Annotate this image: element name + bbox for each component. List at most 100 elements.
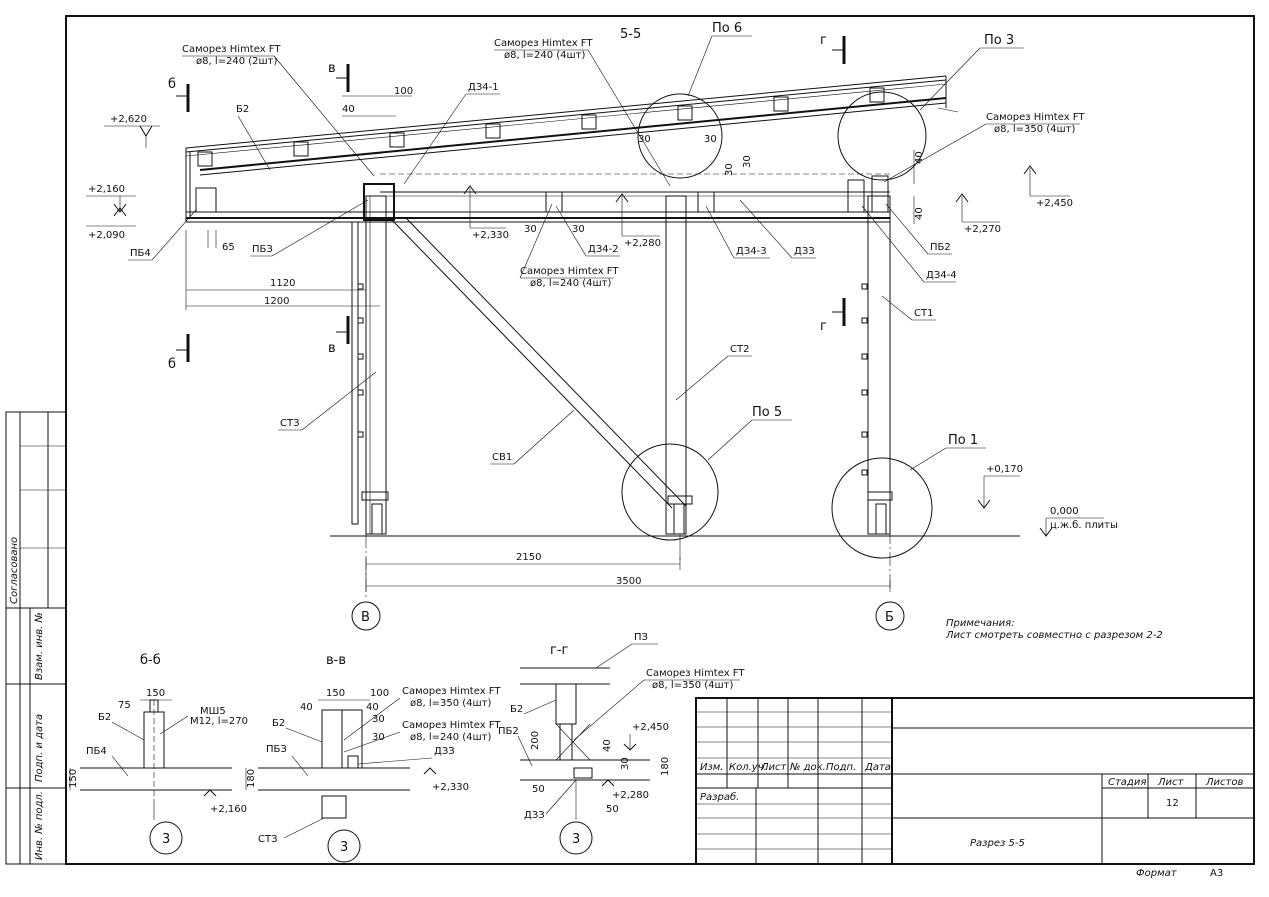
section-markers (176, 36, 846, 362)
joist-blocks (195, 175, 889, 221)
vv-st3: СТЗ (258, 834, 278, 845)
screw-4b-spec: ø8, l=240 (4шт) (530, 278, 612, 289)
dim-30-d: 30 (572, 224, 585, 235)
vv-screw240: Саморез Himtex FT (402, 720, 501, 731)
notes-text: Лист смотреть совместно с разрезом 2-2 (945, 630, 1163, 641)
gg-dim-30: 30 (620, 757, 631, 770)
tb-stadiya: Стадия (1108, 777, 1146, 788)
vv-screw350-spec: ø8, l=350 (4шт) (410, 698, 492, 709)
axis-v-circle (351, 601, 381, 631)
column-bolts (357, 283, 868, 476)
dim-65: 65 (222, 242, 235, 253)
level-2280: +2,280 (624, 238, 661, 249)
vv-level: +2,330 (432, 782, 469, 793)
gg-pb2: ПБ2 (498, 726, 519, 737)
level-0170: +0,170 (986, 464, 1023, 475)
bb-circle-3: 3 (162, 832, 170, 847)
battens (197, 87, 885, 167)
screw-4a-label: Саморез Himtex FT (494, 38, 593, 49)
dim-30-c: 30 (524, 224, 537, 235)
marker-g-bot: г (820, 319, 827, 334)
gg-level-2450: +2,450 (632, 722, 669, 733)
tb-format-val: А3 (1210, 868, 1223, 879)
tb-listov: Листов (1205, 777, 1243, 788)
screw-350-label: Саморез Himtex FT (986, 112, 1085, 123)
detail-vv-title: в-в (326, 653, 346, 668)
dim-40-b: 40 (914, 151, 925, 164)
gg-dim-50a: 50 (532, 784, 545, 795)
marker-v-bot: в (328, 341, 336, 356)
bb-level: +2,160 (210, 804, 247, 815)
dim-40-a: 40 (342, 104, 355, 115)
gg-circle-3: 3 (572, 832, 580, 847)
dim-30-a: 30 (638, 134, 651, 145)
tb-list-no: 12 (1166, 798, 1179, 809)
tb-list: Лист (760, 762, 788, 773)
level-2450: +2,450 (1036, 198, 1073, 209)
gg-level-2280: +2,280 (612, 790, 649, 801)
level-2090: +2,090 (88, 230, 125, 241)
side-podp-data: Подп. и дата (34, 714, 45, 782)
floor-beams (186, 173, 890, 223)
dim-2150: 2150 (516, 552, 541, 563)
dim-40-c: 40 (914, 207, 925, 220)
bb-dim-75: 75 (118, 700, 131, 711)
dimension-lines (185, 95, 915, 592)
label-dz4-3: ДЗ4-3 (736, 246, 767, 257)
side-soglasovano: Согласовано (9, 537, 20, 604)
gg-dim-180: 180 (660, 757, 671, 776)
detail-gg (520, 667, 650, 855)
gg-b2: Б2 (510, 704, 523, 715)
vv-dim-40a: 40 (300, 702, 313, 713)
label-dz3: ДЗЗ (794, 246, 815, 257)
title-block (695, 697, 1255, 865)
tb-razrab: Разраб. (700, 791, 739, 803)
marker-g-top: г (820, 33, 827, 48)
vv-dim-100: 100 (370, 688, 389, 699)
level-2160: +2,160 (88, 184, 125, 195)
dim-30-e: 30 (724, 163, 735, 176)
notes-title: Примечания: (946, 618, 1015, 629)
label-po1: По 1 (948, 433, 978, 448)
gg-dz3: ДЗЗ (524, 810, 545, 821)
detail-circles (621, 91, 933, 559)
label-sv1: СВ1 (492, 452, 512, 463)
columns (351, 195, 893, 600)
marker-b-bot: б (168, 357, 176, 372)
tb-list-h: Лист (1157, 777, 1185, 788)
label-dz4-4: ДЗ4-4 (926, 270, 957, 281)
dim-100: 100 (394, 86, 413, 97)
vv-dim-30a: 30 (372, 714, 385, 725)
screw-2-spec: ø8, l=240 (2шт) (196, 56, 278, 67)
side-vzam: Взам. инв. № (34, 612, 45, 680)
dim-1120: 1120 (270, 278, 295, 289)
label-st1: СТ1 (914, 308, 933, 319)
gg-screw: Саморез Himtex FT (646, 668, 745, 679)
marker-v-top: в (328, 61, 336, 76)
label-dz4-2: ДЗ4-2 (588, 244, 619, 255)
bb-dim-150-v: 150 (68, 769, 79, 788)
vv-screw350: Саморез Himtex FT (402, 686, 501, 697)
bb-b2: Б2 (98, 712, 111, 723)
bb-pb4: ПБ4 (86, 746, 107, 757)
detail-gg-title: г-г (550, 643, 569, 658)
label-dz4-1: ДЗ4-1 (468, 82, 499, 93)
gg-p3: ПЗ (634, 632, 648, 643)
bb-mw-spec: М12, l=270 (190, 716, 248, 727)
vv-pb3: ПБЗ (266, 744, 287, 755)
section-title: 5-5 (620, 27, 641, 42)
label-st2: СТ2 (730, 344, 749, 355)
axis-b: Б (885, 610, 894, 625)
brace-sv1 (389, 217, 687, 509)
vv-dim-150: 150 (326, 688, 345, 699)
vv-dz3: ДЗЗ (434, 746, 455, 757)
level-marks (86, 125, 1104, 537)
label-st3: СТЗ (280, 418, 300, 429)
bb-dim-150: 150 (146, 688, 165, 699)
vv-b2: Б2 (272, 718, 285, 729)
vv-screw240-spec: ø8, l=240 (4шт) (410, 732, 492, 743)
marker-b-top: б (168, 77, 176, 92)
vv-dim-30b: 30 (372, 732, 385, 743)
level-0000: 0,000 (1050, 506, 1079, 517)
